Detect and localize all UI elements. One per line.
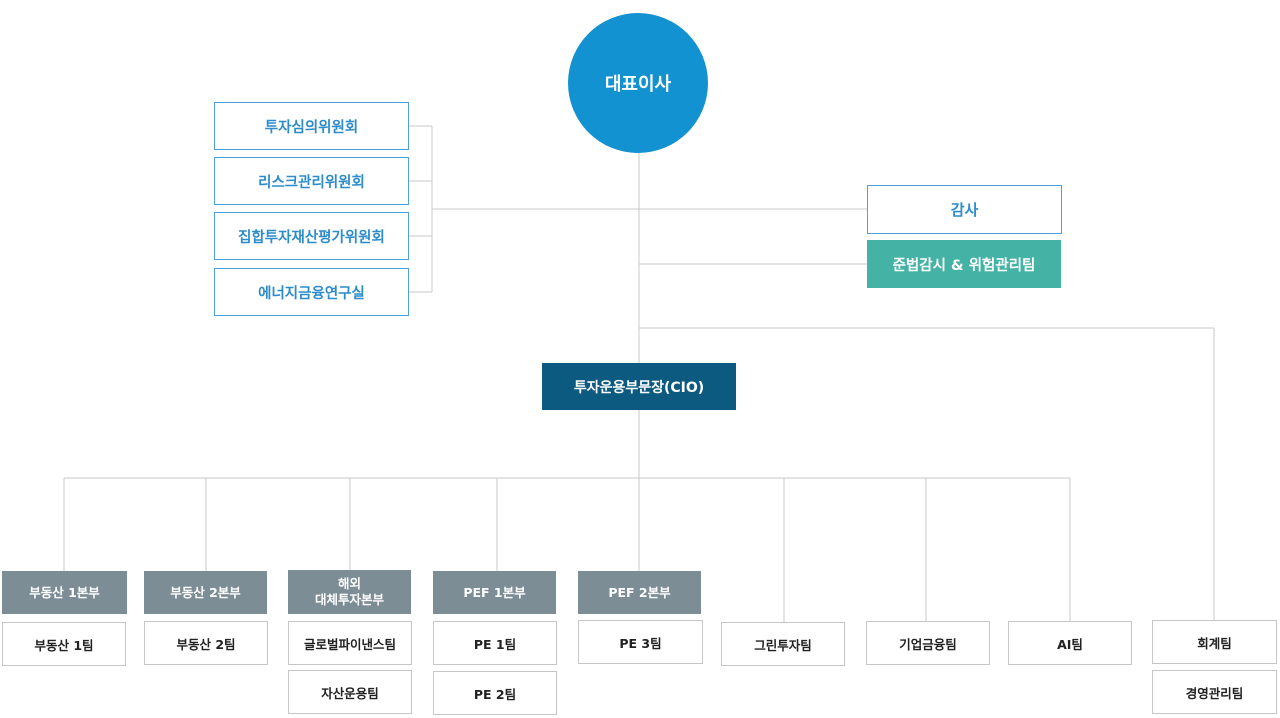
team-pe-3: PE 3팀 [578, 620, 703, 664]
division-pef-2: PEF 2본부 [578, 571, 701, 614]
audit-node: 감사 [867, 185, 1062, 234]
energy-finance-lab: 에너지금융연구실 [214, 268, 409, 316]
division-real-estate-2: 부동산 2본부 [144, 571, 267, 614]
team-pe-2: PE 2팀 [433, 671, 557, 715]
committee-risk-management: 리스크관리위원회 [214, 157, 409, 205]
team-accounting: 회계팀 [1152, 620, 1277, 664]
compliance-risk-team-node: 준법감시 & 위험관리팀 [867, 240, 1061, 288]
team-business-management: 경영관리팀 [1152, 670, 1277, 714]
division-overseas-alternative: 해외 대체투자본부 [288, 570, 411, 614]
team-green-investment: 그린투자팀 [721, 622, 845, 666]
division-real-estate-1: 부동산 1본부 [2, 571, 127, 614]
team-real-estate-2: 부동산 2팀 [144, 621, 268, 665]
committee-investment-review: 투자심의위원회 [214, 102, 409, 150]
committee-fund-valuation: 집합투자재산평가위원회 [214, 212, 409, 260]
team-global-finance: 글로벌파이낸스팀 [288, 621, 412, 665]
team-ai: AI팀 [1008, 621, 1132, 665]
division-pef-1: PEF 1본부 [433, 571, 556, 614]
team-corporate-finance: 기업금융팀 [866, 621, 990, 665]
team-asset-management: 자산운용팀 [288, 670, 412, 714]
cio-node: 투자운용부문장(CIO) [542, 363, 736, 410]
team-real-estate-1: 부동산 1팀 [2, 622, 126, 666]
ceo-node: 대표이사 [568, 13, 708, 153]
team-pe-1: PE 1팀 [433, 621, 557, 665]
